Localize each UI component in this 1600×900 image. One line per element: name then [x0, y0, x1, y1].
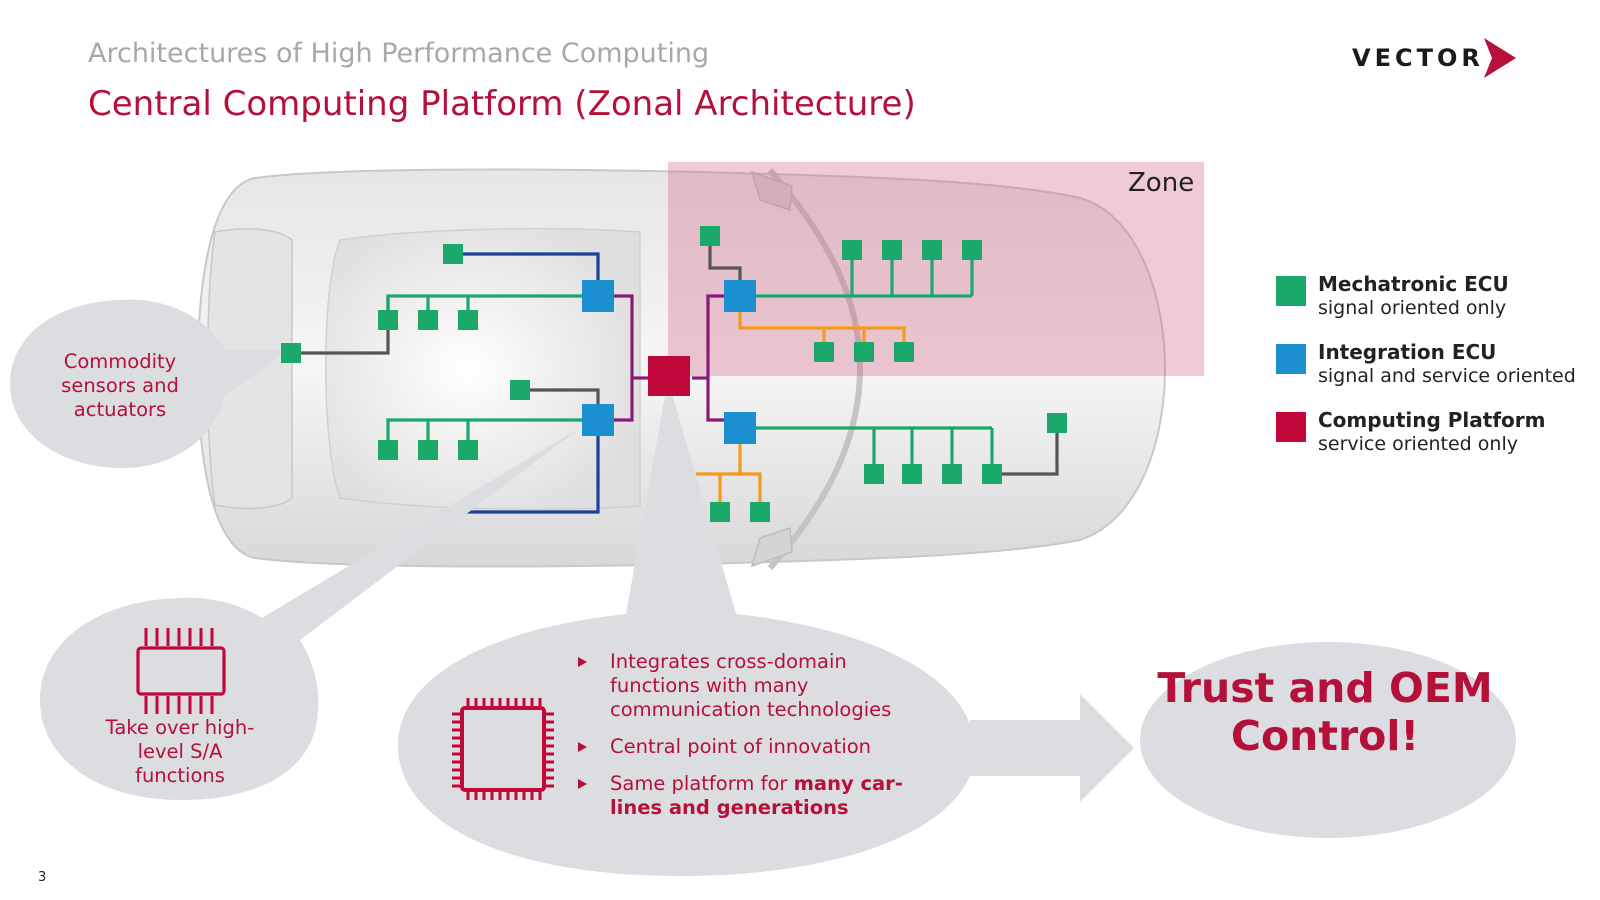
sensors-bubble: [10, 299, 290, 469]
mechatronic-ecu: [281, 343, 301, 363]
bullet-item: Central point of innovation: [578, 735, 918, 759]
bullet-triangle-icon: [578, 742, 587, 752]
callout-pointers: [262, 380, 736, 640]
mechatronic-ecu: [418, 440, 438, 460]
mechatronic-ecu: [418, 310, 438, 330]
mechatronic-ecu: [378, 310, 398, 330]
bullet-item: Same platform for many car-lines and gen…: [578, 772, 918, 820]
chip-large-icon: [452, 698, 554, 800]
mechatronic-ecu: [882, 240, 902, 260]
integration-swatch: [1276, 344, 1306, 374]
legend-subtitle: signal oriented only: [1318, 297, 1507, 319]
zone-overlay: [668, 162, 1204, 376]
legend-subtitle: signal and service oriented: [1318, 365, 1576, 387]
vector-logo: VECTOR: [1352, 38, 1522, 82]
slide-subtitle: Architectures of High Performance Comput…: [88, 38, 710, 69]
zone-label: Zone: [1128, 168, 1195, 198]
bullet-triangle-icon: [578, 779, 587, 789]
integration-ecu: [582, 280, 614, 312]
integration-ecu: [582, 404, 614, 436]
chip-small-icon: [136, 628, 226, 714]
integration-ecus: [582, 280, 756, 444]
mechatronic-ecus: [281, 226, 1067, 522]
chevron-logo-icon: [1484, 38, 1516, 78]
mechatronic-ecu: [1047, 413, 1067, 433]
computing-bullets: Integrates cross-domain functions with m…: [578, 650, 918, 833]
slide-title: Central Computing Platform (Zonal Archit…: [88, 84, 916, 124]
mechatronic-ecu: [814, 342, 834, 362]
integration-ecu: [724, 280, 756, 312]
mechatronic-ecu: [700, 226, 720, 246]
mechatronic-ecu: [922, 240, 942, 260]
mechatronic-ecu: [854, 342, 874, 362]
mechatronic-ecu: [458, 310, 478, 330]
mechatronic-ecu: [864, 464, 884, 484]
mechatronic-ecu: [750, 502, 770, 522]
legend-subtitle: service oriented only: [1318, 433, 1518, 455]
mechatronic-ecu: [443, 244, 463, 264]
result-bubble: [1140, 642, 1516, 838]
computing-swatch: [1276, 412, 1306, 442]
legend-title: Computing Platform: [1318, 408, 1546, 432]
bullet-triangle-icon: [578, 657, 587, 667]
mechatronic-ecu: [842, 240, 862, 260]
mechatronic-ecu: [710, 502, 730, 522]
take-over-text: Take over high-level S/A functions: [105, 716, 255, 787]
legend-title: Integration ECU: [1318, 340, 1497, 364]
bullet-text-bold: many car-lines and generations: [610, 772, 903, 819]
page-number: 3: [38, 870, 47, 885]
integration-ecu: [724, 412, 756, 444]
mechatronic-ecu: [942, 464, 962, 484]
ecu-nodes: [281, 226, 1067, 522]
result-text: Trust and OEM Control!: [1157, 664, 1493, 760]
legend-title: Mechatronic ECU: [1318, 272, 1509, 296]
bullet-item: Integrates cross-domain functions with m…: [578, 650, 918, 722]
mechatronic-ecu: [510, 380, 530, 400]
mechatronic-ecu: [894, 342, 914, 362]
logo-text: VECTOR: [1352, 44, 1484, 72]
mechatronic-ecu: [982, 464, 1002, 484]
bullet-text-prefix: Same platform for: [610, 772, 794, 795]
mechatronic-ecu: [902, 464, 922, 484]
mechatronic-ecu: [962, 240, 982, 260]
arrow-right-icon: [970, 694, 1134, 802]
computing-platform: [648, 356, 690, 396]
mechatronic-ecu: [378, 440, 398, 460]
bullet-text: Integrates cross-domain functions with m…: [610, 650, 892, 721]
bullet-text: Central point of innovation: [610, 735, 872, 758]
mechatronic-swatch: [1276, 276, 1306, 306]
sensors-text: Commodity sensors and actuators: [61, 350, 179, 421]
mechatronic-ecu: [458, 440, 478, 460]
